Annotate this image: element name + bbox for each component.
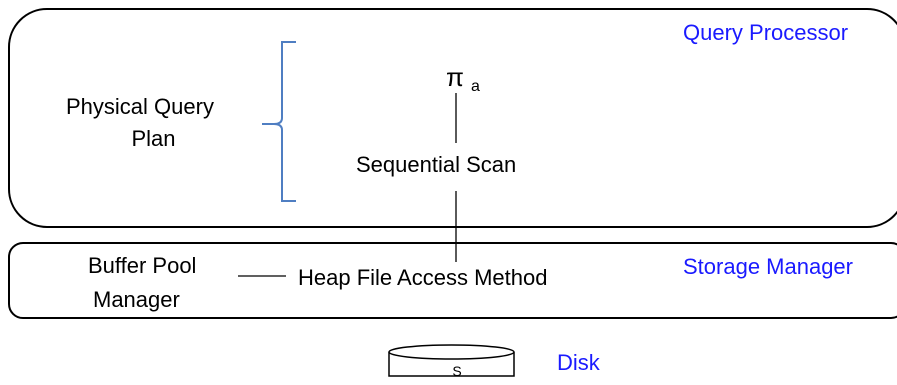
disk-table-name: S — [452, 363, 462, 379]
disk-label: Disk — [557, 350, 600, 375]
storage-manager-label: Storage Manager — [683, 254, 853, 279]
buffer-pool-label-line2: Manager — [93, 287, 180, 312]
buffer-pool-label-line1: Buffer Pool — [88, 253, 197, 278]
heap-file-access-method-node: Heap File Access Method — [298, 265, 548, 290]
projection-symbol: π — [446, 62, 464, 92]
physical-query-plan-label-line2: Plan — [131, 126, 176, 151]
plan-brace-icon — [262, 41, 296, 202]
storage-manager-box — [8, 242, 897, 319]
query-processor-label: Query Processor — [683, 20, 849, 45]
physical-query-plan-label-line1: Physical Query — [66, 94, 214, 119]
query-processor-box — [8, 8, 897, 228]
sequential-scan-node: Sequential Scan — [356, 152, 517, 177]
projection-attribute: a — [471, 78, 480, 95]
disk-cylinder-icon — [388, 344, 515, 377]
